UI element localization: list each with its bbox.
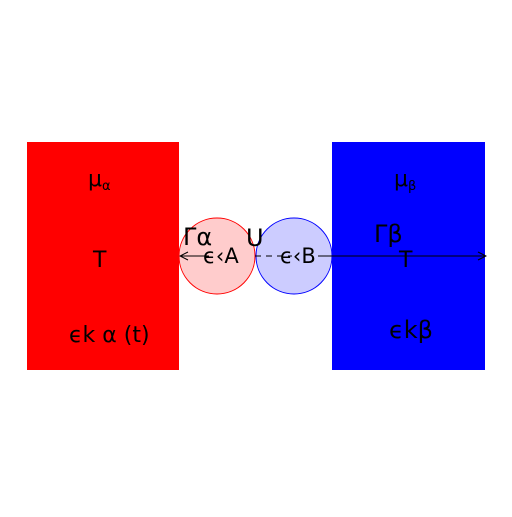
right-coupling-label: Γβ [374, 220, 403, 248]
dot-b-label: ϵ‹B [280, 244, 316, 268]
left-temperature: T [92, 248, 107, 273]
dot-a-label: ϵ‹A [203, 244, 239, 268]
right-lead-energy: ϵkβ [389, 316, 433, 344]
left-chemical-potential: μα [88, 167, 111, 194]
right-chemical-potential: μβ [394, 167, 416, 194]
right-temperature: T [398, 248, 413, 273]
left-coupling-label: Γα [183, 223, 212, 251]
left-lead-energy: ϵk α (t) [69, 323, 150, 348]
left-lead [27, 142, 179, 370]
interaction-label: U [246, 224, 264, 252]
